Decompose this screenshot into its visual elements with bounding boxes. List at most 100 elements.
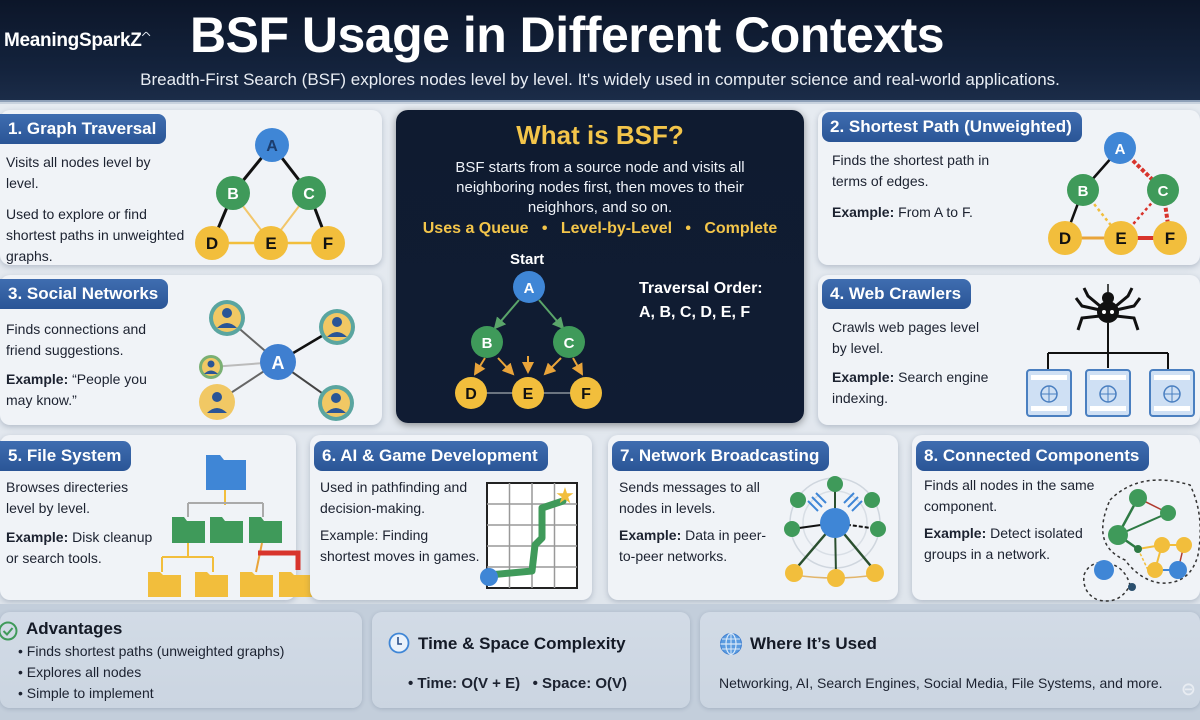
traversal-order-label: Traversal Order: <box>639 280 763 297</box>
chip-separator: • <box>541 220 548 237</box>
card-title: 2. Shortest Path (Unweighted) <box>822 112 1082 142</box>
card-web-crawlers: 4. Web Crawlers Crawls web pages level b… <box>818 275 1200 425</box>
page-title: BSF Usage in Different Contexts <box>190 7 945 63</box>
space-complexity: Space: O(V) <box>542 675 628 692</box>
example-text: Search engine indexing. <box>832 369 989 406</box>
card-example: Example: Search engine indexing. <box>832 367 992 409</box>
broadcast-network-icon <box>784 476 886 587</box>
person-icon <box>199 355 223 379</box>
example-label: Example: <box>619 527 682 543</box>
card-graph-traversal: 1. Graph Traversal Visits all nodes leve… <box>0 110 382 265</box>
summary-strip: Advantages • Finds shortest paths (unwei… <box>0 604 1200 720</box>
example-label: Example: <box>320 527 379 543</box>
start-point-icon <box>480 568 498 586</box>
svg-text:C: C <box>564 335 575 352</box>
complexity-card: Time & Space Complexity • Time: O(V + E)… <box>372 612 690 708</box>
logo-text: MeaningSparkZ <box>4 30 142 51</box>
svg-text:A: A <box>524 280 535 297</box>
card-title: 6. AI & Game Development <box>314 441 548 471</box>
clock-icon <box>388 632 410 654</box>
svg-text:D: D <box>465 386 477 403</box>
advantage-item: • Explores all nodes <box>18 664 142 680</box>
svg-text:A: A <box>272 353 285 373</box>
card-text: Sends messages to all nodes in levels. E… <box>619 477 779 579</box>
card-example: Example: Detect isolated groups in a net… <box>924 523 1104 565</box>
folder-icon <box>279 572 312 597</box>
example-text: From A to F. <box>898 204 973 220</box>
card-example: Example: Data in peer-to-peer networks. <box>619 525 779 567</box>
person-icon <box>318 385 354 421</box>
graph-diagram-icon: A B C D E F <box>195 128 345 260</box>
traversal-order-value: A, B, C, D, E, F <box>639 304 751 321</box>
watermark: ⊖ <box>1180 679 1196 699</box>
svg-text:C: C <box>1158 183 1169 200</box>
card-line1: Visits all nodes level by level. <box>6 154 151 191</box>
folder-icon <box>148 572 181 597</box>
card-line1: Used in pathfinding and decision-making. <box>320 479 468 516</box>
panel-title: What is BSF? <box>516 120 684 150</box>
folder-icon <box>195 572 228 597</box>
card-text: Finds connections and friend suggestions… <box>6 319 166 423</box>
social-network-diagram-icon: A <box>199 300 355 421</box>
card-title: 7. Network Broadcasting <box>612 441 830 471</box>
svg-text:B: B <box>1078 183 1089 200</box>
where-used-card: Where It’s Used Networking, AI, Search E… <box>700 612 1200 708</box>
header: MeaningSparkZ ⸝⸜ BSF Usage in Different … <box>0 0 1200 102</box>
chip-level: Level-by-Level <box>560 220 673 237</box>
card-line1: Finds the shortest path in terms of edge… <box>832 152 990 189</box>
chip-complete: Complete <box>704 220 778 237</box>
card-title: 3. Social Networks <box>0 279 169 309</box>
where-used-title: Where It’s Used <box>750 634 877 653</box>
example-text: Disk cleanup or search tools. <box>6 529 153 566</box>
shortest-path-diagram-icon: A B C D E F <box>1048 132 1187 255</box>
folder-icon <box>206 455 246 490</box>
card-text: Visits all nodes level by level. Used to… <box>6 152 186 279</box>
folder-icon <box>210 517 243 543</box>
web-crawler-diagram-icon <box>1026 284 1195 417</box>
card-example: Example: From A to F. <box>832 202 1022 223</box>
where-used-text: Networking, AI, Search Engines, Social M… <box>719 675 1163 691</box>
folder-icon <box>249 517 282 543</box>
card-title: 5. File System <box>0 441 132 471</box>
bfs-traversal-diagram-icon: A B C D E F <box>455 271 602 409</box>
advantage-item: • Simple to implement <box>18 685 154 701</box>
example-label: Example: <box>6 529 69 545</box>
globe-icon <box>720 632 742 656</box>
complexity-title: Time & Space Complexity <box>418 634 626 653</box>
svg-text:F: F <box>1165 229 1175 248</box>
svg-text:A: A <box>266 138 278 155</box>
spider-icon <box>1074 287 1142 331</box>
card-line2: Used to explore or find shortest paths i… <box>6 206 185 264</box>
connected-components-icon <box>1083 479 1200 602</box>
example-text: Finding shortest moves in games. <box>320 527 480 564</box>
svg-text:D: D <box>1059 229 1071 248</box>
example-label: Example: <box>6 371 69 387</box>
feature-chips: Uses a Queue • Level-by-Level • Complete <box>396 220 804 238</box>
advantages-title: Advantages <box>26 619 123 638</box>
card-line1: Finds connections and friend suggestions… <box>6 321 147 358</box>
card-title: 1. Graph Traversal <box>0 114 167 144</box>
card-connected-components: 8. Connected Components Finds all nodes … <box>912 435 1200 602</box>
card-line1: Sends messages to all nodes in levels. <box>619 479 760 516</box>
person-icon <box>209 300 245 336</box>
chip-queue: Uses a Queue <box>422 220 529 237</box>
what-is-bsf-panel: What is BSF? BSF starts from a source no… <box>396 110 804 423</box>
svg-text:C: C <box>303 186 315 203</box>
example-text: Data in peer-to-peer networks. <box>619 527 767 564</box>
person-icon <box>199 384 235 420</box>
pathfinding-grid-icon: ★ <box>480 482 578 589</box>
card-network-broadcasting: 7. Network Broadcasting Sends messages t… <box>608 435 898 600</box>
webpage-icon <box>1085 369 1131 417</box>
webpage-icon <box>1026 369 1072 417</box>
card-file-system: 5. File System Browses directeries level… <box>0 435 312 600</box>
card-line1: Browses directeries level by level. <box>6 479 129 516</box>
folder-icon <box>240 572 273 597</box>
card-social-networks: 3. Social Networks Finds connections and… <box>0 275 382 425</box>
svg-text:F: F <box>323 234 333 253</box>
webpage-icon <box>1149 369 1195 417</box>
card-line1: Finds all nodes in the same component. <box>924 477 1095 514</box>
example-label: Example: <box>832 369 895 385</box>
svg-text:D: D <box>206 234 218 253</box>
page-subtitle: Breadth-First Search (BSF) explores node… <box>140 70 1060 89</box>
file-tree-diagram-icon <box>148 455 312 597</box>
